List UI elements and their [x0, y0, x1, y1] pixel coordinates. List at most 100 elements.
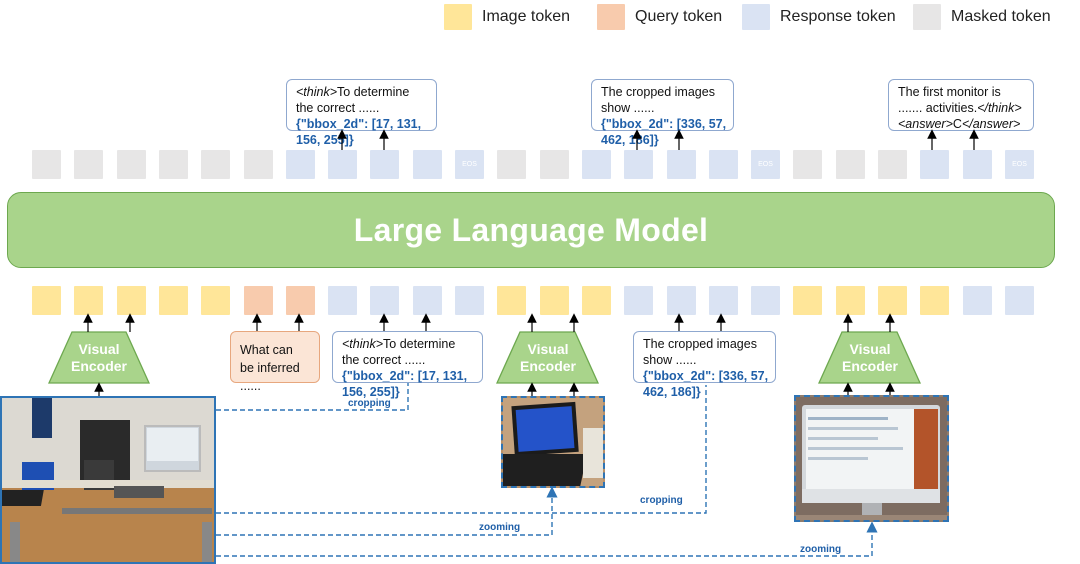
response-token: [920, 150, 949, 179]
masked-token: [836, 150, 865, 179]
bbox-code: {"bbox_2d": [17, 131, 156, 255]}: [342, 369, 468, 399]
edge-label-zooming-2: zooming: [800, 544, 842, 555]
desk-photo: [2, 398, 214, 562]
zooming-line-2: [216, 521, 878, 557]
output-text: The first monitor is ....... activities.: [898, 85, 1001, 115]
response-token: [963, 286, 992, 315]
think-close-tag: </think>: [977, 101, 1022, 115]
masked-token: [117, 150, 146, 179]
laptop-photo: [503, 398, 603, 486]
cropping-line-2: [216, 385, 707, 514]
legend-response-token: Response token: [742, 4, 896, 30]
eos-token: EOS: [455, 150, 484, 179]
legend-image-swatch: [444, 4, 472, 30]
answer-value: C: [952, 117, 962, 131]
response-token: [709, 286, 738, 315]
eos-token: EOS: [751, 150, 780, 179]
response-token: [709, 150, 738, 179]
response-token: [286, 150, 315, 179]
masked-token: [74, 150, 103, 179]
cropping-line-1: [216, 382, 409, 411]
response-token: [624, 150, 653, 179]
large-language-model: Large Language Model: [7, 192, 1055, 268]
response-token: [963, 150, 992, 179]
zooming-line-1: [216, 486, 558, 536]
visual-encoder-label-3: Visual Encoder: [841, 341, 898, 374]
edge-label-cropping-1: cropping: [348, 398, 391, 409]
legend-query-swatch: [597, 4, 625, 30]
image-token: [793, 286, 822, 315]
response-token: [370, 150, 399, 179]
visual-encoder-2: [495, 331, 600, 384]
image-token: [159, 286, 188, 315]
legend-response-label: Response token: [780, 8, 896, 25]
output-box-answer: The first monitor is ....... activities.…: [888, 79, 1034, 131]
output-text: To determine the correct ......: [296, 85, 410, 115]
eos-token: EOS: [1005, 150, 1034, 179]
image-token: [836, 286, 865, 315]
legend-query-label: Query token: [635, 8, 723, 25]
response-token: [413, 150, 442, 179]
image-token: [74, 286, 103, 315]
masked-token: [540, 150, 569, 179]
image-token: [540, 286, 569, 315]
response-token: [328, 286, 357, 315]
monitor-photo: [796, 397, 947, 520]
image-token: [582, 286, 611, 315]
answer-close-tag: </answer>: [961, 117, 1021, 131]
input-arrows: [83, 313, 895, 396]
legend-query-token: Query token: [597, 4, 722, 30]
response-token: [751, 286, 780, 315]
visual-encoder-1: [47, 331, 151, 384]
think-tag: <think>: [342, 337, 384, 351]
query-token: [286, 286, 315, 315]
legend-masked-token: Masked token: [913, 4, 1051, 30]
legend-image-label: Image token: [482, 8, 571, 25]
cropped-laptop-image: [501, 396, 605, 488]
visual-encoder-3: [817, 331, 922, 384]
response-token: [582, 150, 611, 179]
bbox-code: {"bbox_2d": [336, 57, 462, 186]}: [643, 369, 769, 399]
input-box-cropped-1: The cropped images show ...... {"bbox_2d…: [633, 331, 776, 399]
masked-token: [878, 150, 907, 179]
output-box-cropped-1: The cropped images show ...... {"bbox_2d…: [591, 79, 734, 147]
response-token: [370, 286, 399, 315]
response-token: [667, 150, 696, 179]
output-arrows: [337, 129, 979, 150]
original-image: [0, 396, 216, 564]
input-text: The cropped images show ......: [643, 337, 757, 367]
query-box: What can be inferred ......: [230, 331, 320, 393]
masked-token: [159, 150, 188, 179]
response-token: [413, 286, 442, 315]
edge-label-cropping-2: cropping: [640, 495, 683, 506]
query-text: What can be inferred ......: [240, 343, 300, 393]
image-token: [878, 286, 907, 315]
cropped-monitor-image: [794, 395, 949, 522]
query-token: [244, 286, 273, 315]
legend-masked-label: Masked token: [951, 8, 1051, 25]
input-text: To determine the correct ......: [342, 337, 456, 367]
response-token: [624, 286, 653, 315]
visual-encoder-label-1: Visual Encoder: [70, 341, 127, 374]
legend-image-token: Image token: [444, 4, 570, 30]
response-token: [328, 150, 357, 179]
masked-token: [32, 150, 61, 179]
masked-token: [497, 150, 526, 179]
image-token: [201, 286, 230, 315]
image-token: [497, 286, 526, 315]
answer-open-tag: <answer>: [898, 117, 953, 131]
image-token: [32, 286, 61, 315]
response-token: [667, 286, 696, 315]
masked-token: [201, 150, 230, 179]
legend-response-swatch: [742, 4, 770, 30]
think-tag: <think>: [296, 85, 338, 99]
bbox-code: {"bbox_2d": [336, 57, 462, 186]}: [601, 117, 727, 147]
model-title: Large Language Model: [353, 211, 709, 248]
response-token: [455, 286, 484, 315]
response-token: [1005, 286, 1034, 315]
masked-token: [793, 150, 822, 179]
image-token: [920, 286, 949, 315]
input-box-think-1: <think>To determine the correct ...... {…: [332, 331, 483, 399]
image-token: [117, 286, 146, 315]
